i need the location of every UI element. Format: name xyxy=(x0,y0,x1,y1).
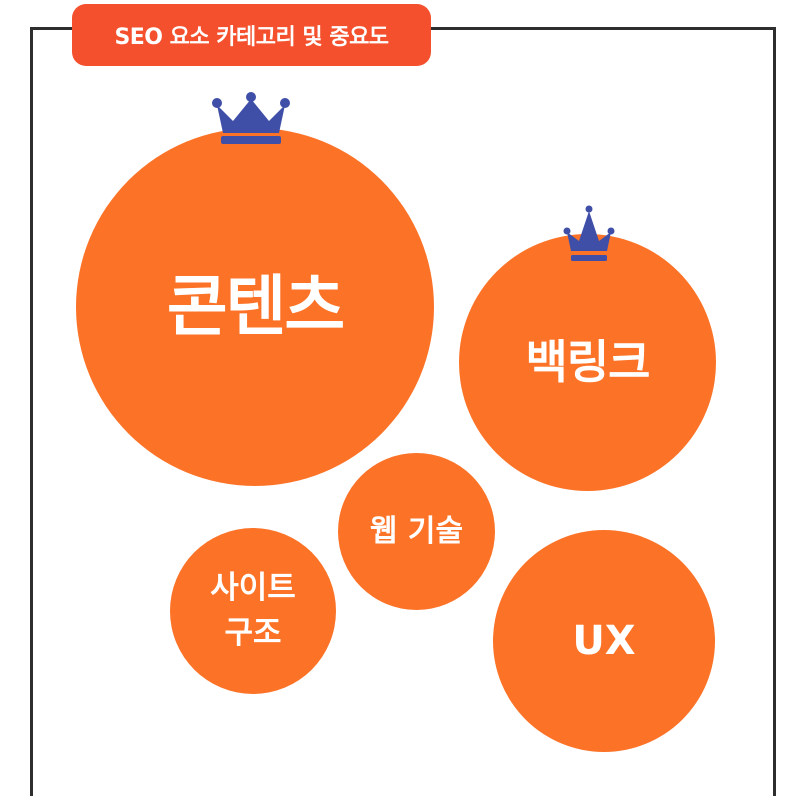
bubble-site-structure: 사이트 구조 xyxy=(170,528,336,694)
bubble-label-content: 콘텐츠 xyxy=(166,268,345,346)
bubble-backlink: 백링크 xyxy=(459,234,716,491)
bubble-ux: UX xyxy=(493,530,715,752)
bubble-label-web-tech: 웹 기술 xyxy=(369,513,464,549)
bubble-content: 콘텐츠 xyxy=(76,128,434,486)
bubble-web-tech: 웹 기술 xyxy=(338,453,495,610)
bubble-label-ux: UX xyxy=(572,618,636,664)
crown-icon xyxy=(212,92,290,144)
diagram-title: SEO 요소 카테고리 및 중요도 xyxy=(72,4,431,66)
bubble-label-site-structure: 사이트 구조 xyxy=(210,570,296,651)
crown-icon xyxy=(563,205,615,261)
bubble-label-backlink: 백링크 xyxy=(525,335,651,390)
